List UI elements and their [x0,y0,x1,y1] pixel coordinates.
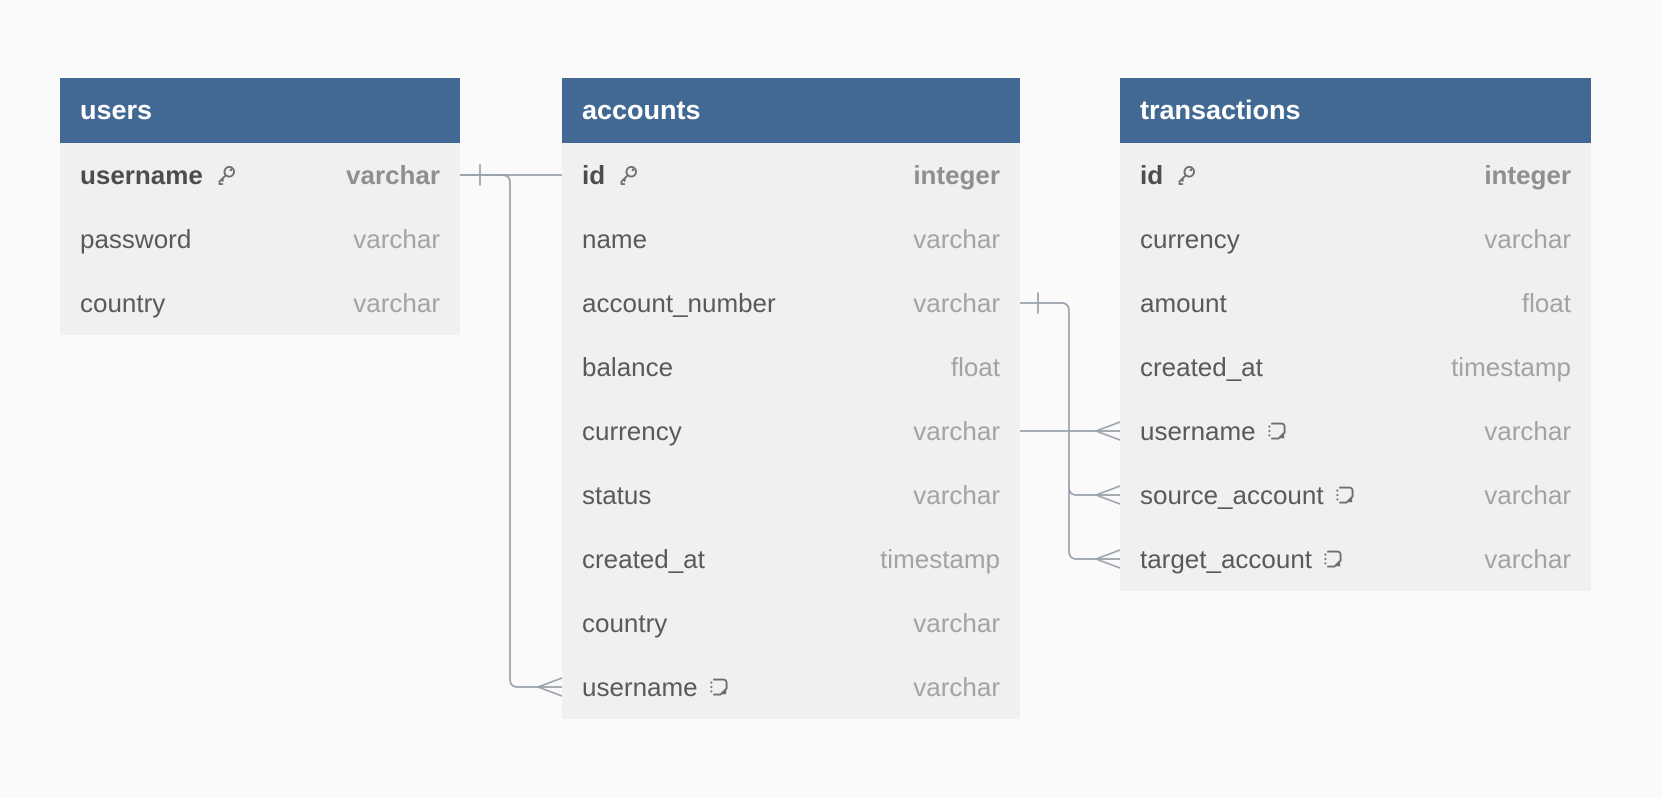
field-row-accounts-balance[interactable]: balance float [582,351,1000,382]
field-row-accounts-status[interactable]: status varchar [582,479,1000,510]
table-users-header[interactable]: users [60,78,460,143]
field-row-users-country[interactable]: country varchar [80,287,440,318]
field-row-accounts-created-at[interactable]: created_at timestamp [582,543,1000,574]
field-row-transactions-id[interactable]: id integer [1140,159,1571,190]
field-row-accounts-id[interactable]: id integer [582,159,1000,190]
table-users[interactable]: users username varchar password varchar … [60,78,460,335]
field-row-accounts-name[interactable]: name varchar [582,223,1000,254]
field-row-accounts-username[interactable]: username varchar [582,671,1000,702]
key-icon [218,165,235,185]
table-title: users [80,95,153,125]
note-icon [1335,486,1354,504]
crow-foot-many [537,677,563,697]
field-row-transactions-created-at[interactable]: created_at timestamp [1140,351,1571,382]
key-icon [620,165,638,185]
field-row-transactions-username[interactable]: username varchar [1140,415,1571,446]
note-icon [1267,422,1286,440]
crow-foot-many [1095,421,1121,441]
note-icon [709,678,728,696]
field-row-transactions-amount[interactable]: amount float [1140,287,1571,318]
table-title: transactions [1140,95,1301,125]
table-title: accounts [582,95,701,125]
note-icon [1324,550,1342,568]
field-row-users-password[interactable]: password varchar [80,223,440,254]
table-transactions-header[interactable]: transactions [1120,78,1591,143]
field-row-transactions-target-account[interactable]: target_account varchar [1140,543,1571,574]
table-transactions[interactable]: transactions id integer currency varchar… [1120,78,1591,591]
table-accounts-header[interactable]: accounts [562,78,1020,143]
crow-foot-many [1095,485,1121,505]
field-row-accounts-account-number[interactable]: account_number varchar [582,287,1000,318]
crow-foot-many [1095,549,1121,569]
field-row-accounts-currency[interactable]: currency varchar [582,415,1000,446]
field-row-users-username[interactable]: username varchar [80,159,440,190]
relationship-accounts-transactions[interactable] [1019,292,1121,569]
relationship-users-accounts[interactable] [459,164,563,697]
key-icon [1178,165,1196,185]
field-row-transactions-currency[interactable]: currency varchar [1140,223,1571,254]
table-accounts[interactable]: accounts id integer name varchar account… [562,78,1020,719]
field-row-transactions-source-account[interactable]: source_account varchar [1140,479,1571,510]
field-row-accounts-country[interactable]: country varchar [582,607,1000,638]
